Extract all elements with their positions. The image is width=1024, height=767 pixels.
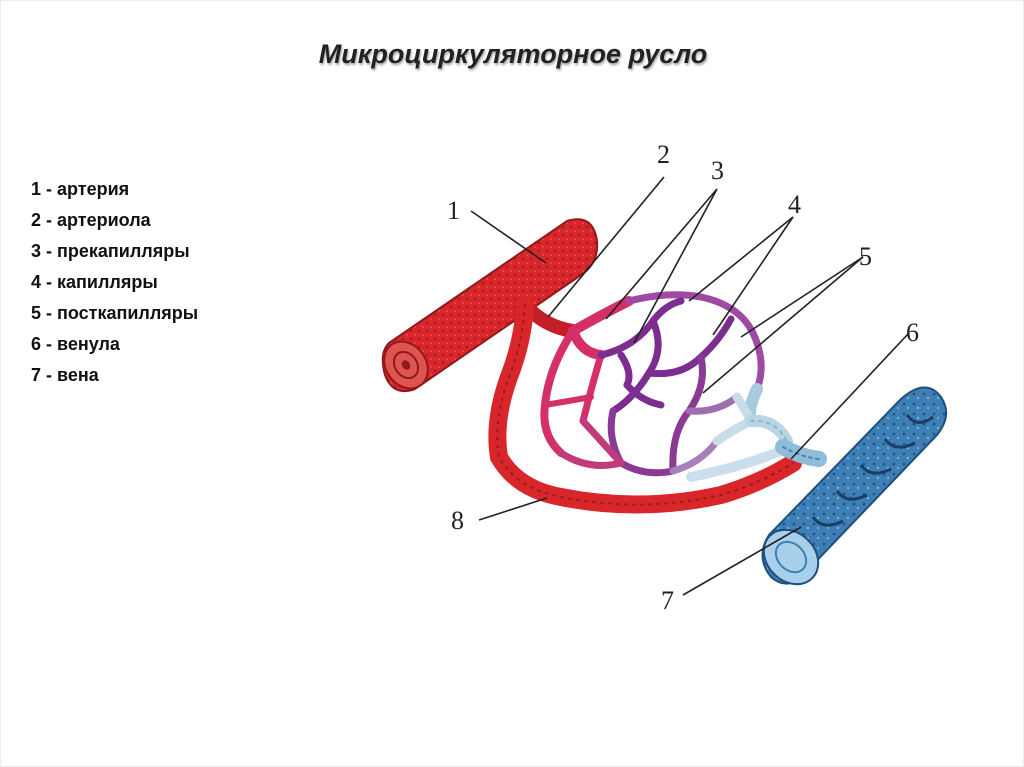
label-number-8: 8 (451, 506, 464, 535)
postcapillaries-shape (686, 383, 793, 482)
label-number-2: 2 (657, 140, 670, 169)
legend-item-artery: 1 - артерия (31, 179, 130, 199)
page-title: Микроциркуляторное русло (318, 39, 708, 69)
legend-item-arteriole: 2 - артериола (31, 210, 151, 230)
legend-item-capillaries: 4 - капилляры (31, 272, 158, 292)
legend-list: 1 - артерия 2 - артериола 3 - прекапилля… (31, 175, 198, 392)
legend-item-venule: 6 - венула (31, 334, 120, 354)
label-number-4: 4 (788, 190, 801, 219)
label-number-1: 1 (447, 196, 460, 225)
legend-item-precapillaries: 3 - прекапилляры (31, 241, 190, 261)
label-number-3: 3 (711, 156, 724, 185)
venule-shape (775, 439, 827, 467)
label-number-7: 7 (661, 586, 674, 615)
vein-shape (761, 386, 948, 586)
leader-lines (470, 176, 909, 596)
microcirculation-diagram: 1 2 3 4 5 6 7 8 (381, 140, 948, 615)
legend-item-postcapillaries: 5 - посткапилляры (31, 303, 199, 323)
capillaries-shape (557, 291, 765, 477)
artery-shape (381, 218, 599, 393)
label-number-6: 6 (906, 318, 919, 347)
label-number-5: 5 (859, 242, 872, 271)
legend-item-vein: 7 - вена (31, 365, 99, 385)
